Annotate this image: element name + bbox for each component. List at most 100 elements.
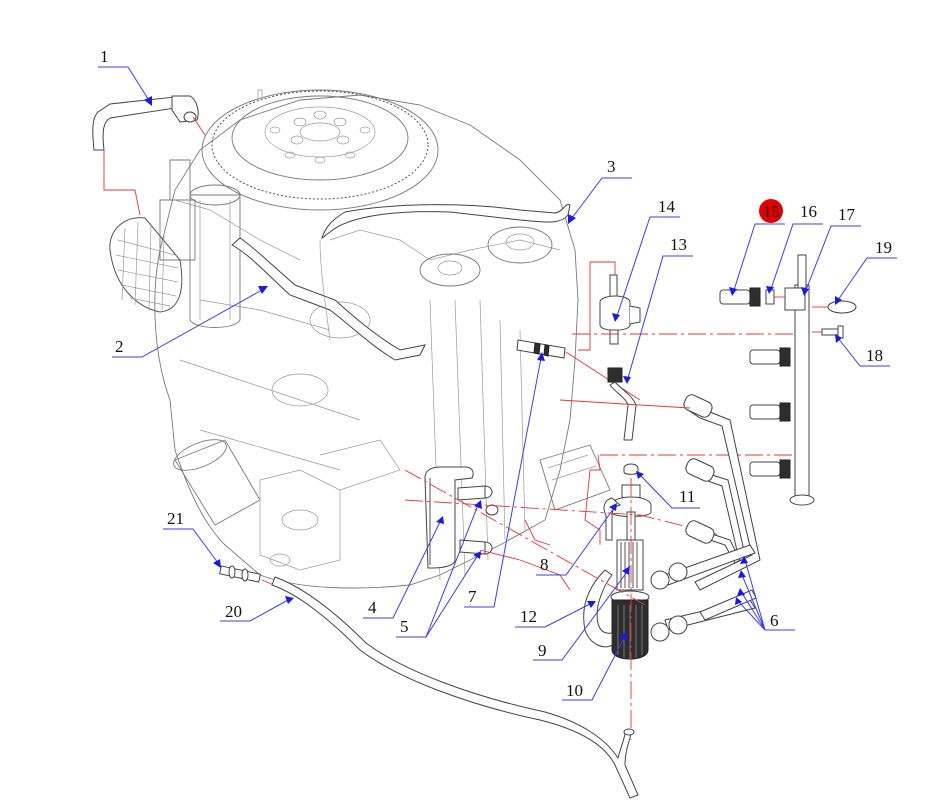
arrow-head-icon: [636, 471, 644, 479]
arrow-head-icon: [735, 597, 742, 605]
part-17-fuel-rail: [784, 254, 815, 506]
leader-line-15: [733, 223, 785, 291]
leader-line-16: [770, 223, 823, 290]
engine-block-drawing: [154, 89, 611, 589]
callout-18[interactable]: 18: [835, 334, 890, 367]
air-intake-grille: [109, 217, 183, 313]
arrow-head-icon: [729, 287, 737, 296]
connection-line-6: [559, 399, 691, 409]
connection-line-bolt: [524, 519, 551, 546]
connection-line-14: [578, 261, 616, 351]
leader-line-12: [515, 603, 591, 628]
callout-17[interactable]: 17: [801, 205, 861, 296]
part-18-bolt: [821, 325, 844, 339]
arrow-head-icon: [436, 516, 444, 524]
connection-line-1: [103, 116, 206, 216]
callout-label-4: 4: [368, 598, 377, 617]
callout-label-11: 11: [679, 487, 695, 506]
arrow-head-icon: [609, 503, 617, 511]
arrow-head-icon: [474, 500, 482, 509]
callout-label-16: 16: [800, 202, 817, 221]
leader-line-11: [639, 474, 700, 509]
callout-1[interactable]: 1: [98, 47, 152, 106]
arrow-head-icon: [612, 313, 620, 322]
callout-16[interactable]: 16: [766, 202, 823, 294]
callout-14[interactable]: 14: [612, 197, 680, 322]
callout-7[interactable]: 7: [464, 352, 545, 608]
callout-2[interactable]: 2: [112, 286, 268, 358]
callout-label-12: 12: [520, 607, 537, 626]
part-3-hose: [319, 203, 571, 341]
leader-line-8: [536, 507, 615, 576]
callout-label-18: 18: [866, 346, 883, 365]
callout-6[interactable]: 6: [735, 556, 795, 631]
callout-15[interactable]: 15: [729, 199, 785, 296]
arrow-head-icon: [473, 551, 481, 559]
arrow-head-icon: [622, 566, 630, 575]
callout-9[interactable]: 9: [533, 566, 630, 661]
arrow-head-icon: [258, 286, 268, 294]
arrow-head-icon: [537, 352, 545, 361]
arrow-head-icon: [835, 334, 842, 343]
arrow-head-icon: [213, 559, 221, 568]
leader-line-10: [562, 637, 625, 701]
callout-label-21: 21: [167, 509, 184, 528]
leader-line-2: [112, 289, 263, 358]
callout-label-7: 7: [468, 587, 477, 606]
leader-line-13: [627, 255, 693, 379]
arrow-head-icon: [623, 376, 631, 384]
centerline-3: [404, 469, 646, 606]
leader-line-19: [837, 257, 897, 301]
callout-label-10: 10: [566, 681, 583, 700]
callout-8[interactable]: 8: [536, 503, 617, 576]
arrow-head-icon: [568, 214, 576, 224]
callout-4[interactable]: 4: [363, 516, 444, 619]
leader-line-9: [533, 571, 628, 661]
callout-20[interactable]: 20: [220, 596, 294, 622]
callout-label-2: 2: [115, 337, 124, 356]
callout-label-1: 1: [100, 47, 109, 66]
part-6-fuel-line-harness: [650, 394, 761, 642]
callout-21[interactable]: 21: [163, 509, 221, 568]
leader-line-7: [464, 357, 542, 608]
arrow-head-icon: [740, 556, 748, 564]
callout-label-6: 6: [770, 611, 779, 630]
part-13-hose: [607, 367, 637, 441]
callout-label-15: 15: [763, 202, 780, 221]
leader-line-3: [571, 177, 632, 219]
arrow-head-icon: [737, 588, 745, 596]
leader-line-21: [163, 528, 219, 564]
callout-label-14: 14: [658, 197, 676, 216]
arrow-head-icon: [587, 601, 596, 608]
callout-label-5: 5: [400, 617, 409, 636]
callout-label-17: 17: [838, 205, 856, 224]
connection-line-7: [565, 351, 641, 401]
callout-13[interactable]: 13: [623, 235, 693, 384]
arrow-head-icon: [619, 632, 627, 641]
filter-assembly: [583, 484, 652, 660]
leader-line-6: [737, 559, 795, 631]
part-2-hose: [231, 237, 426, 361]
callout-3[interactable]: 3: [568, 157, 632, 224]
callout-10[interactable]: 10: [562, 632, 627, 701]
callout-5[interactable]: 5: [396, 500, 482, 638]
callout-12[interactable]: 12: [515, 601, 596, 628]
callout-label-8: 8: [540, 555, 549, 574]
part-19-clamp: [827, 300, 857, 314]
callout-19[interactable]: 19: [835, 238, 897, 305]
connection-line-5: [479, 549, 571, 591]
leader-line-17: [805, 225, 861, 291]
leader-line-20: [220, 599, 289, 622]
arrow-head-icon: [766, 286, 774, 294]
part-11-nut: [623, 463, 639, 475]
leader-line-1: [98, 66, 151, 103]
arrow-head-icon: [738, 570, 746, 578]
connection-line-12: [584, 454, 601, 545]
highlight-badge: [759, 199, 783, 223]
callout-11[interactable]: 11: [636, 471, 700, 509]
leader-line-14: [616, 216, 680, 317]
callout-label-3: 3: [607, 157, 616, 176]
callout-label-13: 13: [670, 235, 687, 254]
part-5-fittings: [457, 485, 499, 555]
